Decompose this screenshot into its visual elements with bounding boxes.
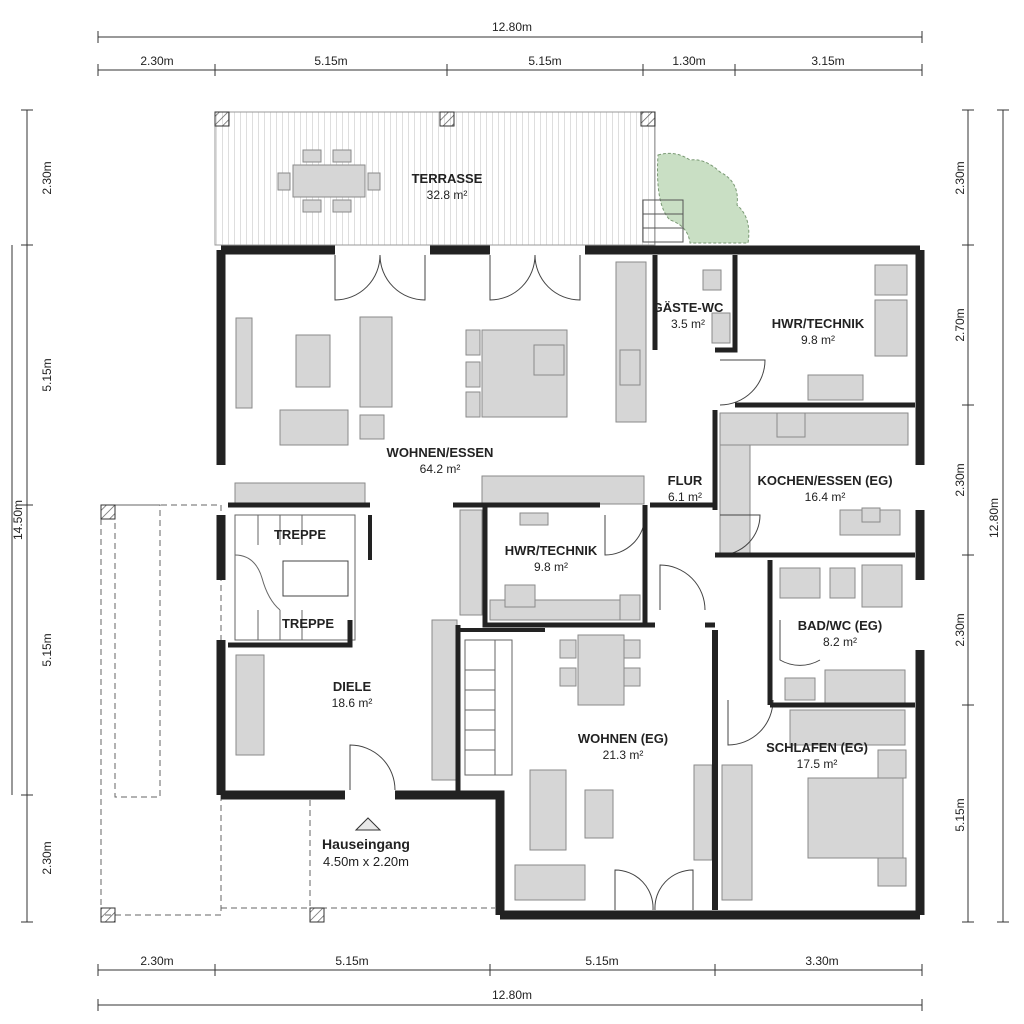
room-name: DIELE: [333, 679, 372, 694]
entrance-label: Hauseingang 4.50m x 2.20m: [322, 836, 410, 869]
dim-right-total: 12.80m: [987, 498, 1001, 538]
room-wohnen-eg: WOHNEN (EG) 21.3 m²: [578, 731, 668, 762]
dim-bottom-total: 12.80m: [492, 988, 532, 1002]
dim-left-total: 14.50m: [11, 500, 25, 540]
room-kochen-essen: KOCHEN/ESSEN (EG) 16.4 m²: [757, 473, 892, 504]
room-area: 9.8 m²: [534, 560, 568, 574]
room-name: SCHLAFEN (EG): [766, 740, 868, 755]
room-area: 64.2 m²: [420, 462, 461, 476]
terrace: [214, 111, 750, 246]
room-name: WOHNEN (EG): [578, 731, 668, 746]
dim-right-segment: 2.70m: [953, 308, 967, 341]
room-bad-wc: BAD/WC (EG) 8.2 m²: [798, 618, 883, 649]
canopy-post: [100, 504, 116, 520]
dim-bottom-segment: 5.15m: [585, 954, 618, 968]
entrance-arrow-icon: [354, 817, 382, 831]
dim-right-segment: 2.30m: [953, 161, 967, 194]
dim-bottom-segment: 2.30m: [140, 954, 173, 968]
dim-top-segment: 1.30m: [672, 54, 705, 68]
dim-left-segment: 5.15m: [40, 633, 54, 666]
entrance-title: Hauseingang: [322, 836, 410, 852]
dim-left-segment: 2.30m: [40, 841, 54, 874]
room-flur: FLUR 6.1 m²: [668, 473, 703, 504]
dim-top-segment: 5.15m: [528, 54, 561, 68]
terrace-steps: [642, 199, 684, 243]
room-terrasse: TERRASSE 32.8 m²: [412, 171, 483, 202]
dim-left-segment: 2.30m: [40, 161, 54, 194]
stair-label: TREPPE: [282, 616, 334, 631]
room-name: GÄSTE-WC: [653, 300, 724, 315]
room-diele: DIELE 18.6 m²: [332, 679, 373, 710]
room-area: 3.5 m²: [671, 317, 705, 331]
dim-left-segment: 5.15m: [40, 358, 54, 391]
room-hwr-technik-top: HWR/TECHNIK 9.8 m²: [772, 316, 865, 347]
entrance-size: 4.50m x 2.20m: [323, 854, 409, 869]
dim-right-segment: 2.30m: [953, 463, 967, 496]
room-area: 21.3 m²: [603, 748, 644, 762]
walls: [216, 245, 925, 920]
room-name: KOCHEN/ESSEN (EG): [757, 473, 892, 488]
dimension-labels: 12.80m 2.30m 5.15m 5.15m 1.30m 3.15m 2.3…: [11, 20, 1001, 1002]
greenery: [657, 152, 750, 244]
furniture: [234, 261, 909, 901]
dim-bottom-segment: 5.15m: [335, 954, 368, 968]
room-schlafen: SCHLAFEN (EG) 17.5 m²: [766, 740, 868, 771]
room-name: BAD/WC (EG): [798, 618, 883, 633]
dim-right-segment: 5.15m: [953, 798, 967, 831]
room-area: 17.5 m²: [797, 757, 838, 771]
room-name: HWR/TECHNIK: [505, 543, 598, 558]
room-area: 6.1 m²: [668, 490, 702, 504]
room-area: 32.8 m²: [427, 188, 468, 202]
dim-top-segment: 3.15m: [811, 54, 844, 68]
dim-top-segment: 2.30m: [140, 54, 173, 68]
canopy-post: [100, 907, 116, 923]
dimension-lines: [11, 31, 1009, 1011]
room-area: 9.8 m²: [801, 333, 835, 347]
stair-label: TREPPE: [274, 527, 326, 542]
terrace-table: [277, 149, 381, 213]
room-wohnen-essen: WOHNEN/ESSEN 64.2 m²: [387, 445, 494, 476]
dim-right-segment: 2.30m: [953, 613, 967, 646]
room-name: HWR/TECHNIK: [772, 316, 865, 331]
dim-bottom-segment: 3.30m: [805, 954, 838, 968]
room-area: 8.2 m²: [823, 635, 857, 649]
canopy-post: [309, 907, 325, 923]
room-name: TERRASSE: [412, 171, 483, 186]
room-name: FLUR: [668, 473, 703, 488]
room-area: 18.6 m²: [332, 696, 373, 710]
room-gaeste-wc: GÄSTE-WC 3.5 m²: [653, 300, 724, 331]
room-labels: TERRASSE 32.8 m² GÄSTE-WC 3.5 m² HWR/TEC…: [274, 171, 893, 869]
dim-top-segment: 5.15m: [314, 54, 347, 68]
room-hwr-technik-centre: HWR/TECHNIK 9.8 m²: [505, 543, 598, 574]
dim-top-total: 12.80m: [492, 20, 532, 34]
stair-lines: [234, 514, 513, 776]
room-name: WOHNEN/ESSEN: [387, 445, 494, 460]
room-area: 16.4 m²: [805, 490, 846, 504]
